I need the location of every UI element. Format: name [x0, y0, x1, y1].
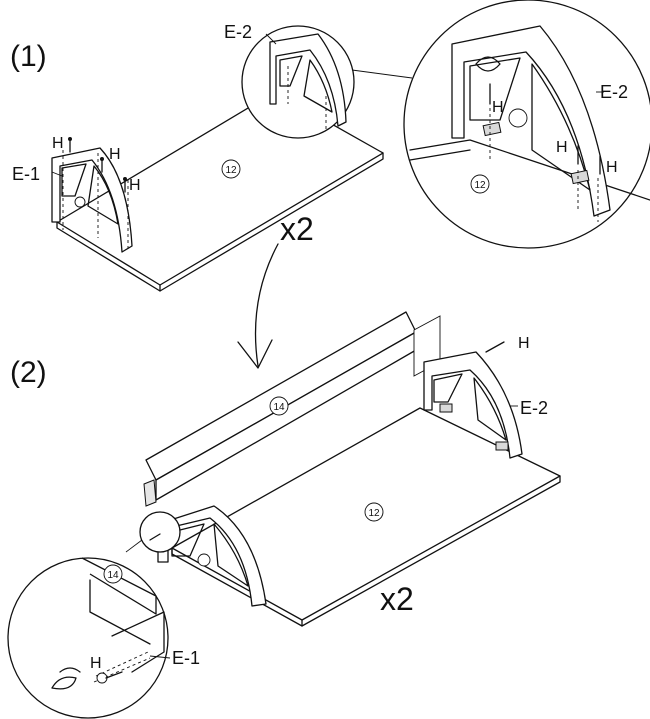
part-number-circle-12 [221, 159, 241, 179]
step-1-label: (1) [10, 40, 47, 73]
label-e2-zoom: E-2 [600, 82, 628, 102]
label-e2-step1: E-2 [224, 22, 252, 42]
label-h-step1-a: H [52, 135, 64, 152]
screwdriver-icon [51, 676, 77, 690]
rotate-arrow-icon [59, 667, 81, 673]
step-2-label: (2) [10, 356, 47, 389]
step2-large-detail-circle: 14 [7, 557, 169, 719]
step2-zoom-source-circle [139, 511, 181, 553]
part-label-14: 14 [273, 402, 285, 413]
label-h-zoom-b: H [556, 139, 568, 156]
part-label-14-zoom: 14 [107, 570, 119, 581]
step1-small-detail-circle [241, 25, 355, 139]
screw-icon [485, 341, 505, 353]
label-h-zoom-step2: H [90, 655, 102, 672]
label-h-zoom-c: H [606, 159, 618, 176]
part-label-12: 12 [225, 165, 237, 176]
step2-panel-14: 14 [143, 311, 441, 507]
multiplier-label-bottom: x2 [380, 581, 414, 617]
part-label-12-zoom: 12 [474, 180, 486, 191]
down-arrow [254, 243, 279, 367]
step1-board-12: 12 [56, 91, 384, 292]
label-h-zoom-a: H [492, 99, 504, 116]
step1-large-detail-circle: 12 [403, 0, 650, 249]
label-e1-step1: E-1 [12, 164, 40, 184]
label-e2-step2: E-2 [520, 398, 548, 418]
label-h-step1-b: H [109, 146, 121, 163]
part-label-12-step2: 12 [368, 508, 380, 519]
label-h-step1-c: H [129, 177, 141, 194]
step1-bracket-e1 [51, 147, 133, 253]
step2-bracket-e1 [157, 505, 267, 607]
label-e1-zoom-step2: E-1 [172, 648, 200, 668]
multiplier-label-top: x2 [280, 211, 314, 247]
arrow-head-icon [237, 339, 273, 369]
rotate-arrow-icon [475, 56, 501, 72]
screw-icon [68, 137, 127, 193]
step2-bracket-e2 [423, 351, 523, 459]
label-h-step2: H [518, 335, 530, 352]
